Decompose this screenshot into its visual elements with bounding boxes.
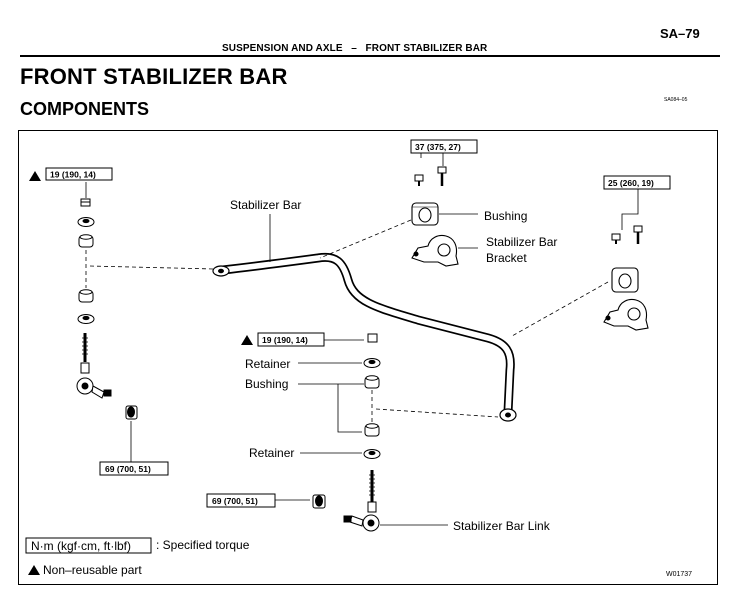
warning-triangle-icon <box>29 171 41 181</box>
leader-bracket-top <box>420 153 444 166</box>
label-bracket-line1: Stabilizer Bar <box>486 235 557 249</box>
torque-box-bracket-right <box>603 175 671 190</box>
leader-bracket-right <box>621 189 639 230</box>
warning-triangle-icon <box>241 335 253 345</box>
label-bushing: Bushing <box>484 209 527 223</box>
legend-torque-unit: N·m (kgf·cm, ft·lbf) <box>31 539 131 553</box>
torque-left-nut: 19 (190, 14) <box>50 170 96 180</box>
right-bracket-bolts <box>611 225 643 244</box>
right-bushing <box>611 267 639 293</box>
torque-box-left-link <box>99 461 169 476</box>
figure-code: W01737 <box>666 571 692 578</box>
torque-box-center-nut <box>257 332 325 347</box>
torque-center-link-nut: 69 (700, 51) <box>212 496 258 506</box>
torque-center-nut: 19 (190, 14) <box>262 335 308 345</box>
ref-code: SA084–05 <box>664 97 688 103</box>
label-stabilizer-bar: Stabilizer Bar <box>230 198 301 212</box>
legend-torque-box <box>25 537 152 554</box>
leader-bushing-center <box>298 383 364 433</box>
label-bushing-center: Bushing <box>245 377 288 391</box>
torque-bracket-right: 25 (260, 19) <box>608 178 654 188</box>
leader-center-to-bar <box>375 408 499 418</box>
warning-triangle-icon <box>28 565 40 575</box>
label-bracket-line2: Bracket <box>486 251 527 265</box>
diagram-frame <box>18 130 718 585</box>
legend-torque-desc: : Specified torque <box>156 538 250 552</box>
legend-non-reusable: Non–reusable part <box>43 563 142 577</box>
components-diagram: 19 (190, 14) 69 (700, 51) 37 (375, 27) B… <box>18 130 718 585</box>
left-stack-parts <box>76 198 138 420</box>
section-title: FRONT STABILIZER BAR <box>20 64 288 89</box>
sub-title: COMPONENTS <box>20 99 150 119</box>
leader-left-to-bar <box>89 265 215 270</box>
right-bracket <box>603 298 649 331</box>
label-stabilizer-bar-link: Stabilizer Bar Link <box>453 519 551 533</box>
torque-box-left-nut <box>45 167 113 181</box>
torque-bracket-top: 37 (375, 27) <box>415 142 461 152</box>
torque-box-center-link <box>206 493 276 508</box>
stabilizer-bar <box>212 252 517 422</box>
torque-left-link-nut: 69 (700, 51) <box>105 464 151 474</box>
center-link <box>312 470 380 532</box>
page-number: SA–79 <box>660 26 700 41</box>
torque-box-bracket-top <box>410 139 478 154</box>
bracket-bolts <box>414 166 447 186</box>
leader-bracket-to-bar <box>319 219 412 259</box>
label-retainer-top: Retainer <box>245 357 290 371</box>
bracket <box>411 234 459 267</box>
bracket-bushing <box>411 202 439 226</box>
running-header: SUSPENSION AND AXLE – FRONT STABILIZER B… <box>222 43 488 54</box>
center-stack-parts <box>363 333 381 459</box>
label-retainer-bottom: Retainer <box>249 446 294 460</box>
leader-right-to-bar <box>511 281 609 337</box>
header-rule <box>20 55 720 57</box>
